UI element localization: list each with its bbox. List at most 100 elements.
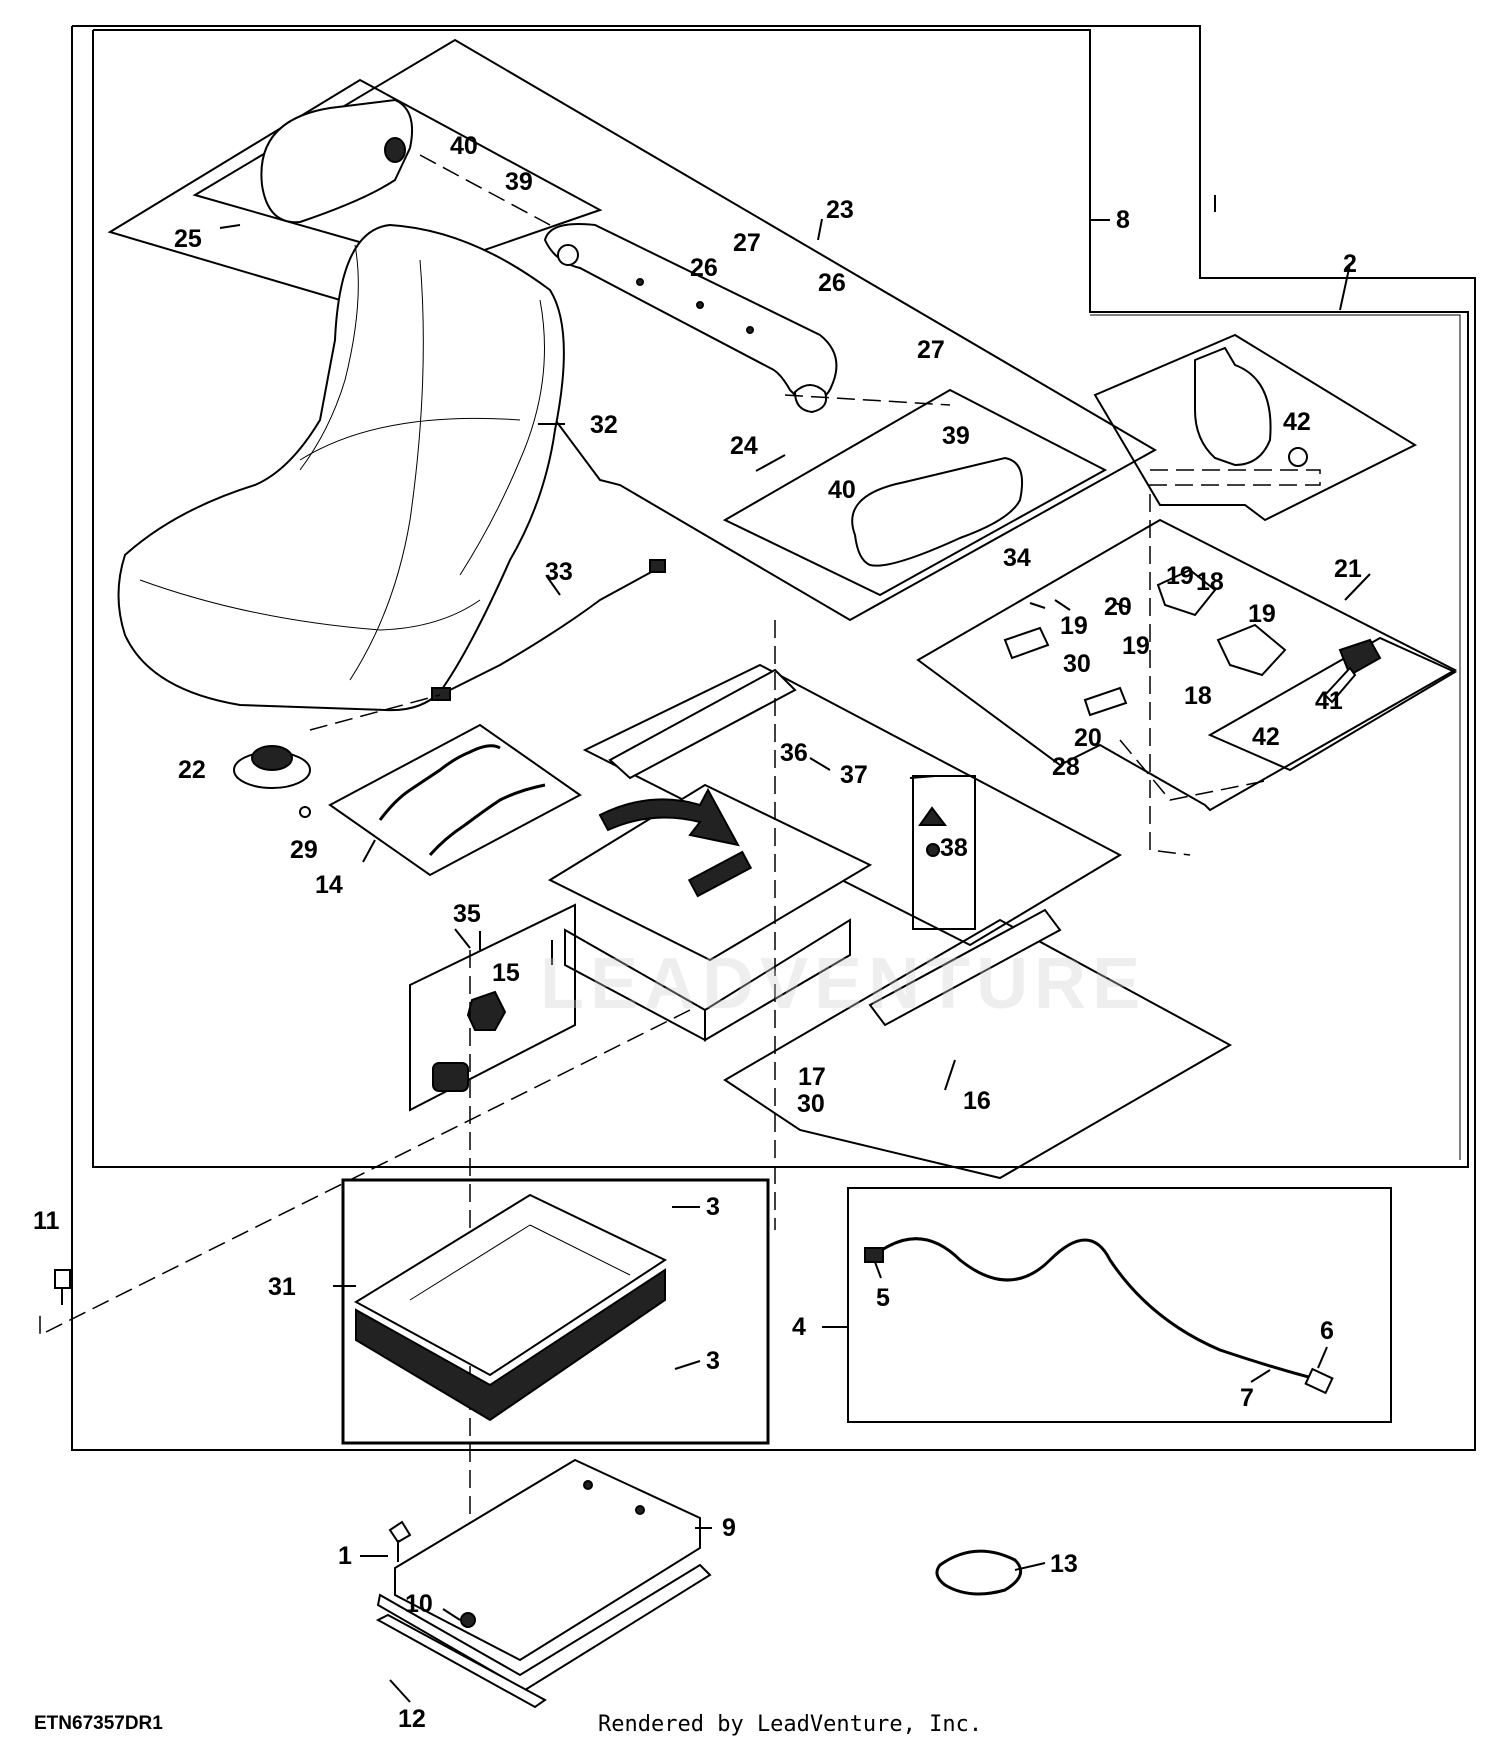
buckle-strap (1323, 666, 1357, 704)
panel-bumper (912, 775, 976, 930)
callout-label: 33 (545, 558, 573, 586)
callout-label: 5 (876, 1284, 890, 1312)
rotation-arrow (598, 787, 740, 847)
frame-hole-b (696, 301, 704, 309)
callout-label: 30 (797, 1090, 825, 1118)
bolt-11 (54, 1269, 71, 1289)
seatbelt-buckle (1338, 638, 1382, 677)
callout-label: 15 (492, 959, 520, 987)
switch-harness (439, 569, 656, 696)
harness-connector-6 (1304, 1367, 1334, 1395)
callout-label: 16 (963, 1087, 991, 1115)
bracket-a (1003, 626, 1050, 660)
callout-label: 20 (1074, 724, 1102, 752)
callout-label: 40 (828, 476, 856, 504)
callout-label: 10 (405, 1590, 433, 1618)
slide-rail-top (608, 668, 797, 780)
panel-armrest-24 (722, 388, 1108, 597)
callout-label: 11 (33, 1207, 60, 1235)
panel-suspension-base (341, 1178, 770, 1445)
callout-label: 1 (338, 1542, 352, 1570)
seat-cushion-backrest-seam (299, 244, 359, 471)
footer-credit: Rendered by LeadVenture, Inc. (598, 1712, 983, 1737)
callout-label: 31 (268, 1273, 296, 1301)
suspension-slot (687, 850, 753, 898)
callout-label: 9 (722, 1514, 736, 1542)
callout-label: 41 (1315, 687, 1343, 715)
callout-label: 8 (1116, 206, 1130, 234)
callout-label: 2 (1343, 250, 1357, 278)
callout-labels: 1 2 3 3 4 5 6 7 8 9 10 11 12 13 14 15 16… (33, 132, 1362, 1733)
nut-10 (460, 1612, 476, 1628)
callout-label: 19 (1122, 632, 1150, 660)
armrest-pivot (793, 384, 828, 414)
leader-dash-7 (39, 1009, 691, 1337)
seat-base-hole-a (583, 1480, 593, 1490)
hose-clamp (935, 1549, 1023, 1596)
left-armrest-socket (384, 137, 406, 163)
callout-label: 42 (1252, 723, 1280, 751)
suspension-base-part (354, 1193, 668, 1377)
washer-42-upper (1288, 447, 1308, 467)
seat-base-plate (394, 1458, 701, 1662)
suspension-bellows (355, 1268, 666, 1422)
callout-label: 19 (1248, 600, 1276, 628)
callout-label: 23 (826, 196, 854, 224)
harness-connector-5 (864, 1247, 884, 1263)
callout-label: 3 (706, 1193, 720, 1221)
seat-base-flange (376, 1563, 712, 1692)
nut-38 (926, 843, 940, 857)
armrest-frame-bolt-hole (557, 244, 579, 266)
panel-buckle-brackets (916, 518, 1458, 812)
callout-label: 22 (178, 756, 206, 784)
bracket-d (1216, 623, 1287, 677)
seat-switch-button (251, 745, 293, 771)
spring-upper (378, 744, 501, 821)
callout-label: 17 (798, 1063, 826, 1091)
callout-label: 39 (942, 422, 970, 450)
outer-frame (71, 25, 1476, 1451)
callout-label: 34 (1003, 544, 1031, 572)
callout-label: 37 (840, 761, 868, 789)
callout-label: 29 (290, 836, 318, 864)
seat-cushion-lumbar (299, 417, 521, 461)
knob-sleeve (432, 1062, 469, 1092)
inner-frame-seat-2 (1090, 314, 1461, 1160)
callout-label: 39 (505, 168, 533, 196)
callout-label: 27 (733, 229, 761, 257)
callout-label: 30 (1063, 650, 1091, 678)
callout-label: 32 (590, 411, 618, 439)
watermark: LEADVENTURE (540, 944, 1146, 1024)
callout-label: 19 (1060, 612, 1088, 640)
harness-connector-b (649, 559, 666, 573)
frame-hole-a (636, 278, 644, 286)
bracket-c (1156, 568, 1217, 617)
suspension-side (704, 918, 851, 1042)
harness-connector-a (431, 687, 451, 701)
callout-label: 7 (1240, 1384, 1254, 1412)
seat-cushion-base-seam (139, 579, 481, 631)
bracket-b (1083, 686, 1128, 717)
leader-dash-2 (784, 394, 951, 406)
left-armrest-pad (260, 98, 414, 224)
screw-29 (299, 806, 311, 818)
suspension-inner-b (529, 1224, 631, 1276)
callout-label: 36 (780, 739, 808, 767)
seat-cushion-seam-3 (349, 259, 424, 681)
suspension-inner-a (409, 1224, 531, 1301)
callout-label: 42 (1283, 408, 1311, 436)
callout-label: 6 (1320, 1317, 1334, 1345)
slide-rail-bottom (868, 908, 1062, 1027)
bumper-37 (918, 806, 948, 826)
seatbelt-retractor (1194, 346, 1272, 467)
panel-buckle (1207, 636, 1458, 772)
wire-harness (874, 1237, 1321, 1382)
callout-label: 18 (1196, 568, 1224, 596)
panel-harness (847, 1187, 1392, 1423)
callout-label: 4 (792, 1313, 806, 1341)
callout-label: 3 (706, 1347, 720, 1375)
armrest-frame (543, 223, 838, 402)
callout-label: 14 (315, 871, 343, 899)
adjust-knob (466, 990, 507, 1031)
